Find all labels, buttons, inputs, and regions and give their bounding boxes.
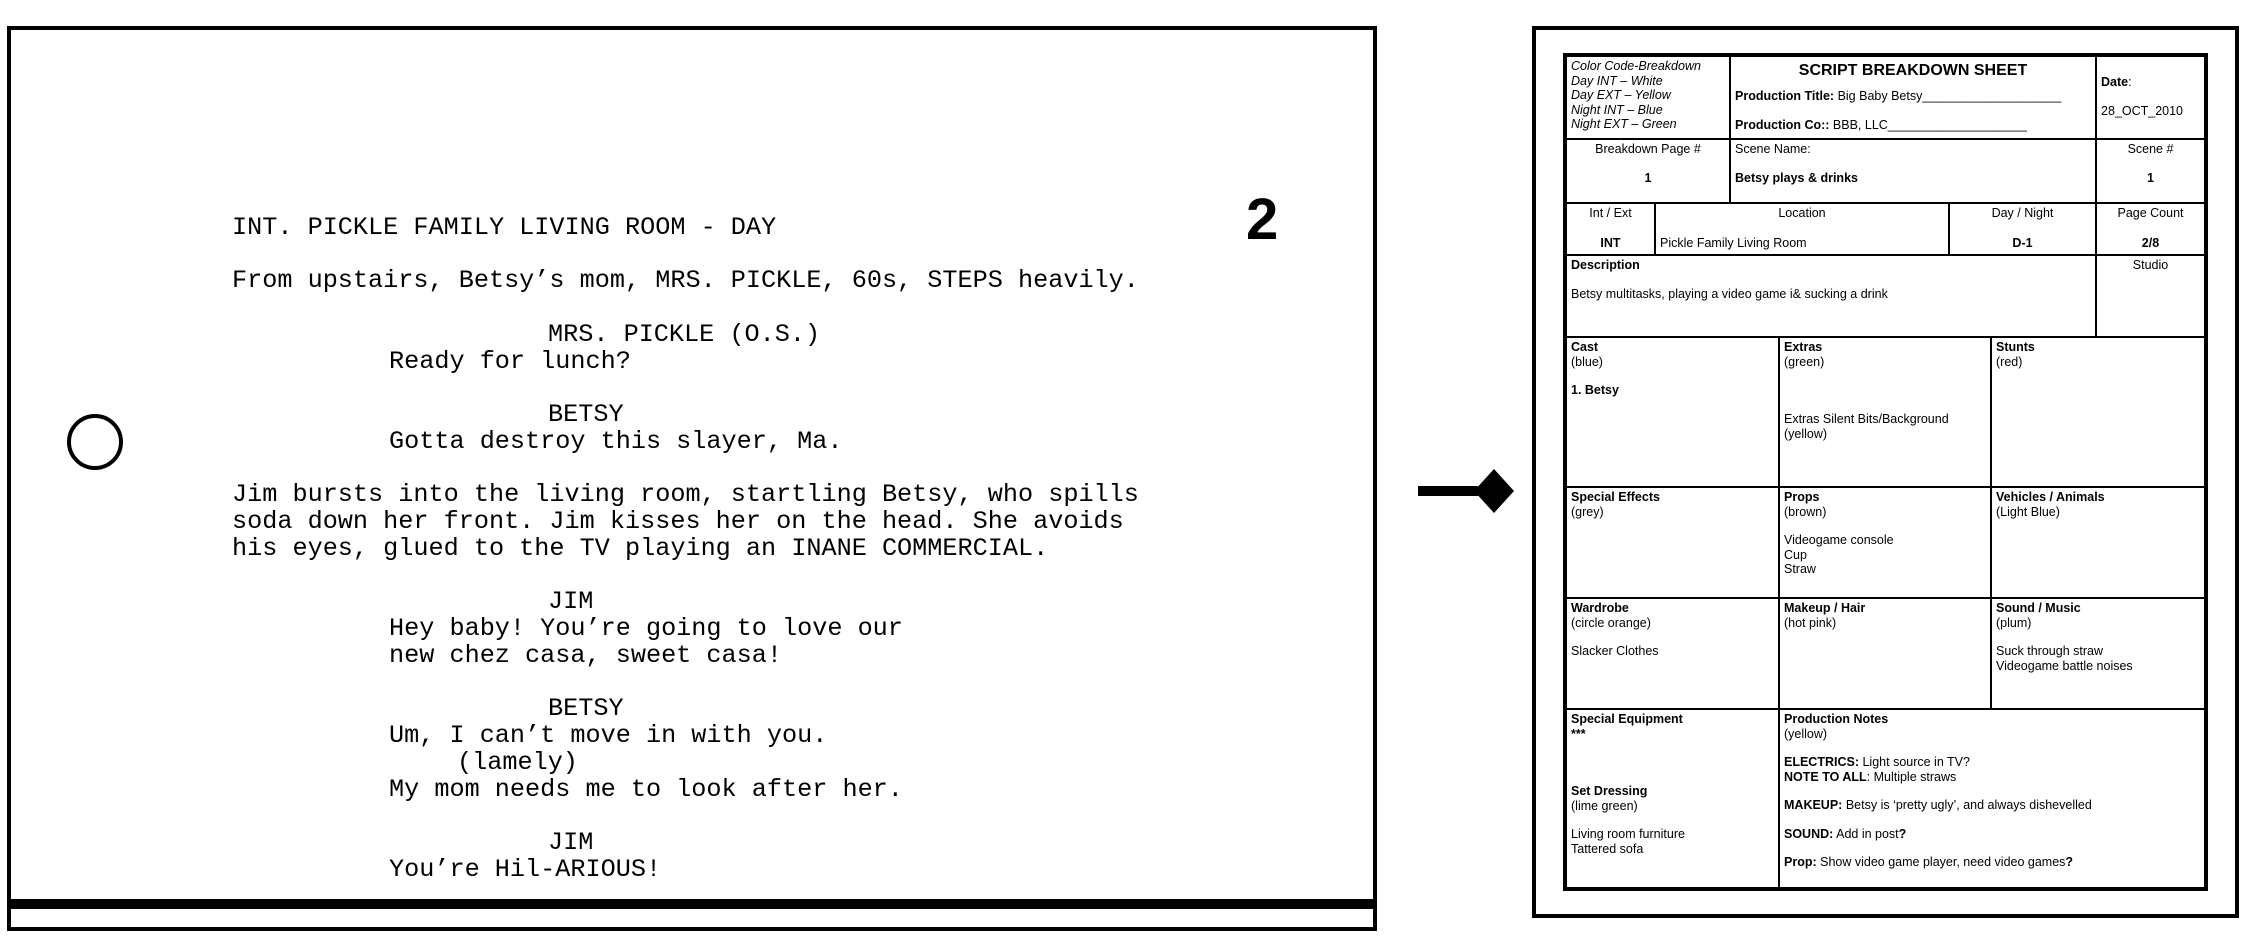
production-company: BBB, LLC____________________	[1832, 117, 2027, 132]
dialogue-line: Hey baby! You’re going to love our	[389, 614, 903, 643]
page-number: 2	[1246, 187, 1279, 252]
sheet-title: SCRIPT BREAKDOWN SHEET	[1798, 62, 2028, 79]
production-info: SCRIPT BREAKDOWN SHEET Production Title:…	[1731, 57, 2097, 140]
dialogue-line: Um, I can’t move in with you.	[389, 721, 828, 750]
breakdown-page-field: Breakdown Page # 1	[1567, 140, 1731, 204]
script-breakdown-sheet: Color Code-Breakdown Day INT – White Day…	[1563, 53, 2208, 891]
dialogue-line: new chez casa, sweet casa!	[389, 641, 782, 670]
breakdown-sheet-frame	[1532, 26, 2239, 918]
dialogue-line: Ready for lunch?	[389, 347, 631, 376]
character-name: JIM	[548, 828, 594, 857]
color-code-legend: Color Code-Breakdown Day INT – White Day…	[1567, 57, 1731, 140]
date-value: 28_OCT_2010	[2101, 103, 2184, 118]
page-bottom-rule	[11, 899, 1373, 909]
character-name: BETSY	[548, 400, 624, 429]
production-title: Big Baby Betsy____________________	[1837, 89, 2062, 103]
date-field: Date: 28_OCT_2010	[2097, 57, 2204, 140]
parenthetical: (lamely)	[457, 748, 578, 777]
scene-number-field: Scene # 1	[2097, 140, 2204, 204]
day-night-field: Day / Night D-1	[1950, 204, 2097, 256]
hole-punch-circle	[67, 414, 123, 470]
dialogue-line: My mom needs me to look after her.	[389, 775, 903, 804]
action-line: his eyes, glued to the TV playing an INA…	[232, 534, 1049, 563]
screenplay-page: 2 INT. PICKLE FAMILY LIVING ROOM - DAY F…	[7, 26, 1377, 931]
cast-box: Cast (blue) 1. Betsy	[1567, 338, 1780, 488]
stunts-box: Stunts (red)	[1992, 338, 2204, 488]
description-field: Description Betsy multitasks, playing a …	[1567, 256, 2097, 338]
arrow-right-icon	[1418, 469, 1514, 513]
character-name: JIM	[548, 587, 594, 616]
action-line: soda down her front. Jim kisses her on t…	[232, 507, 1124, 536]
character-name: BETSY	[548, 694, 624, 723]
action-line: From upstairs, Betsy’s mom, MRS. PICKLE,…	[232, 266, 1139, 295]
int-ext-field: Int / Ext INT	[1567, 204, 1656, 256]
wardrobe-box: Wardrobe (circle orange) Slacker Clothes	[1567, 599, 1780, 710]
scene-name-field: Scene Name: Betsy plays & drinks	[1731, 140, 2097, 204]
action-line: Jim bursts into the living room, startli…	[232, 480, 1139, 509]
vehicles-animals-box: Vehicles / Animals (Light Blue)	[1992, 488, 2204, 599]
extras-box: Extras (green) Extras Silent Bits/Backgr…	[1780, 338, 1992, 488]
sound-music-box: Sound / Music (plum) Suck through straw …	[1992, 599, 2204, 710]
set-dressing-label: Set Dressing	[1571, 784, 1648, 798]
production-notes-box: Production Notes (yellow) ELECTRICS: Lig…	[1784, 712, 2092, 869]
dialogue-line: Gotta destroy this slayer, Ma.	[389, 427, 843, 456]
studio-field: Studio	[2097, 256, 2204, 338]
page-count-field: Page Count 2/8	[2097, 204, 2204, 256]
special-effects-box: Special Effects (grey)	[1567, 488, 1780, 599]
location-field: Location Pickle Family Living Room	[1656, 204, 1950, 256]
character-name: MRS. PICKLE (O.S.)	[548, 320, 821, 349]
scene-heading: INT. PICKLE FAMILY LIVING ROOM - DAY	[232, 213, 777, 242]
dialogue-line: You’re Hil-ARIOUS!	[389, 855, 662, 884]
special-equipment-box: Special Equipment *** Set Dressing (lime…	[1567, 710, 1780, 887]
makeup-hair-box: Makeup / Hair (hot pink)	[1780, 599, 1992, 710]
props-box: Props (brown) Videogame console Cup Stra…	[1780, 488, 1992, 599]
